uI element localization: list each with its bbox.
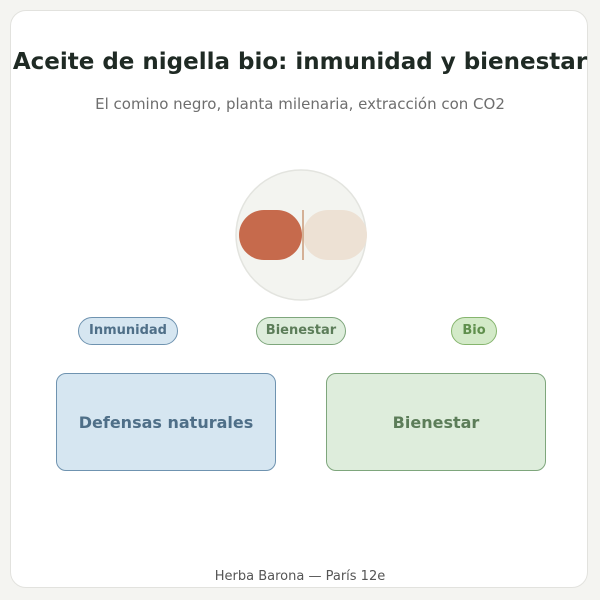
box-bienestar-label: Bienestar bbox=[392, 412, 480, 432]
capsule-right-half bbox=[303, 210, 367, 260]
box-bienestar: Bienestar bbox=[326, 373, 546, 471]
main-card: Aceite de nigella bio: inmunidad y biene… bbox=[10, 10, 588, 588]
page-title: Aceite de nigella bio: inmunidad y biene… bbox=[12, 49, 588, 75]
capsule-left-half bbox=[239, 210, 302, 260]
box-defensas-naturales: Defensas naturales bbox=[56, 373, 276, 471]
capsule-icon bbox=[235, 169, 367, 301]
tag-inmunidad: Inmunidad bbox=[78, 317, 178, 345]
tag-bienestar: Bienestar bbox=[256, 317, 346, 345]
page-subtitle: El comino negro, planta milenaria, extra… bbox=[95, 95, 505, 113]
box-defensas-label: Defensas naturales bbox=[78, 412, 254, 432]
footer-brand: Herba Barona — París 12e bbox=[214, 569, 386, 584]
tag-bio: Bio bbox=[451, 317, 497, 345]
